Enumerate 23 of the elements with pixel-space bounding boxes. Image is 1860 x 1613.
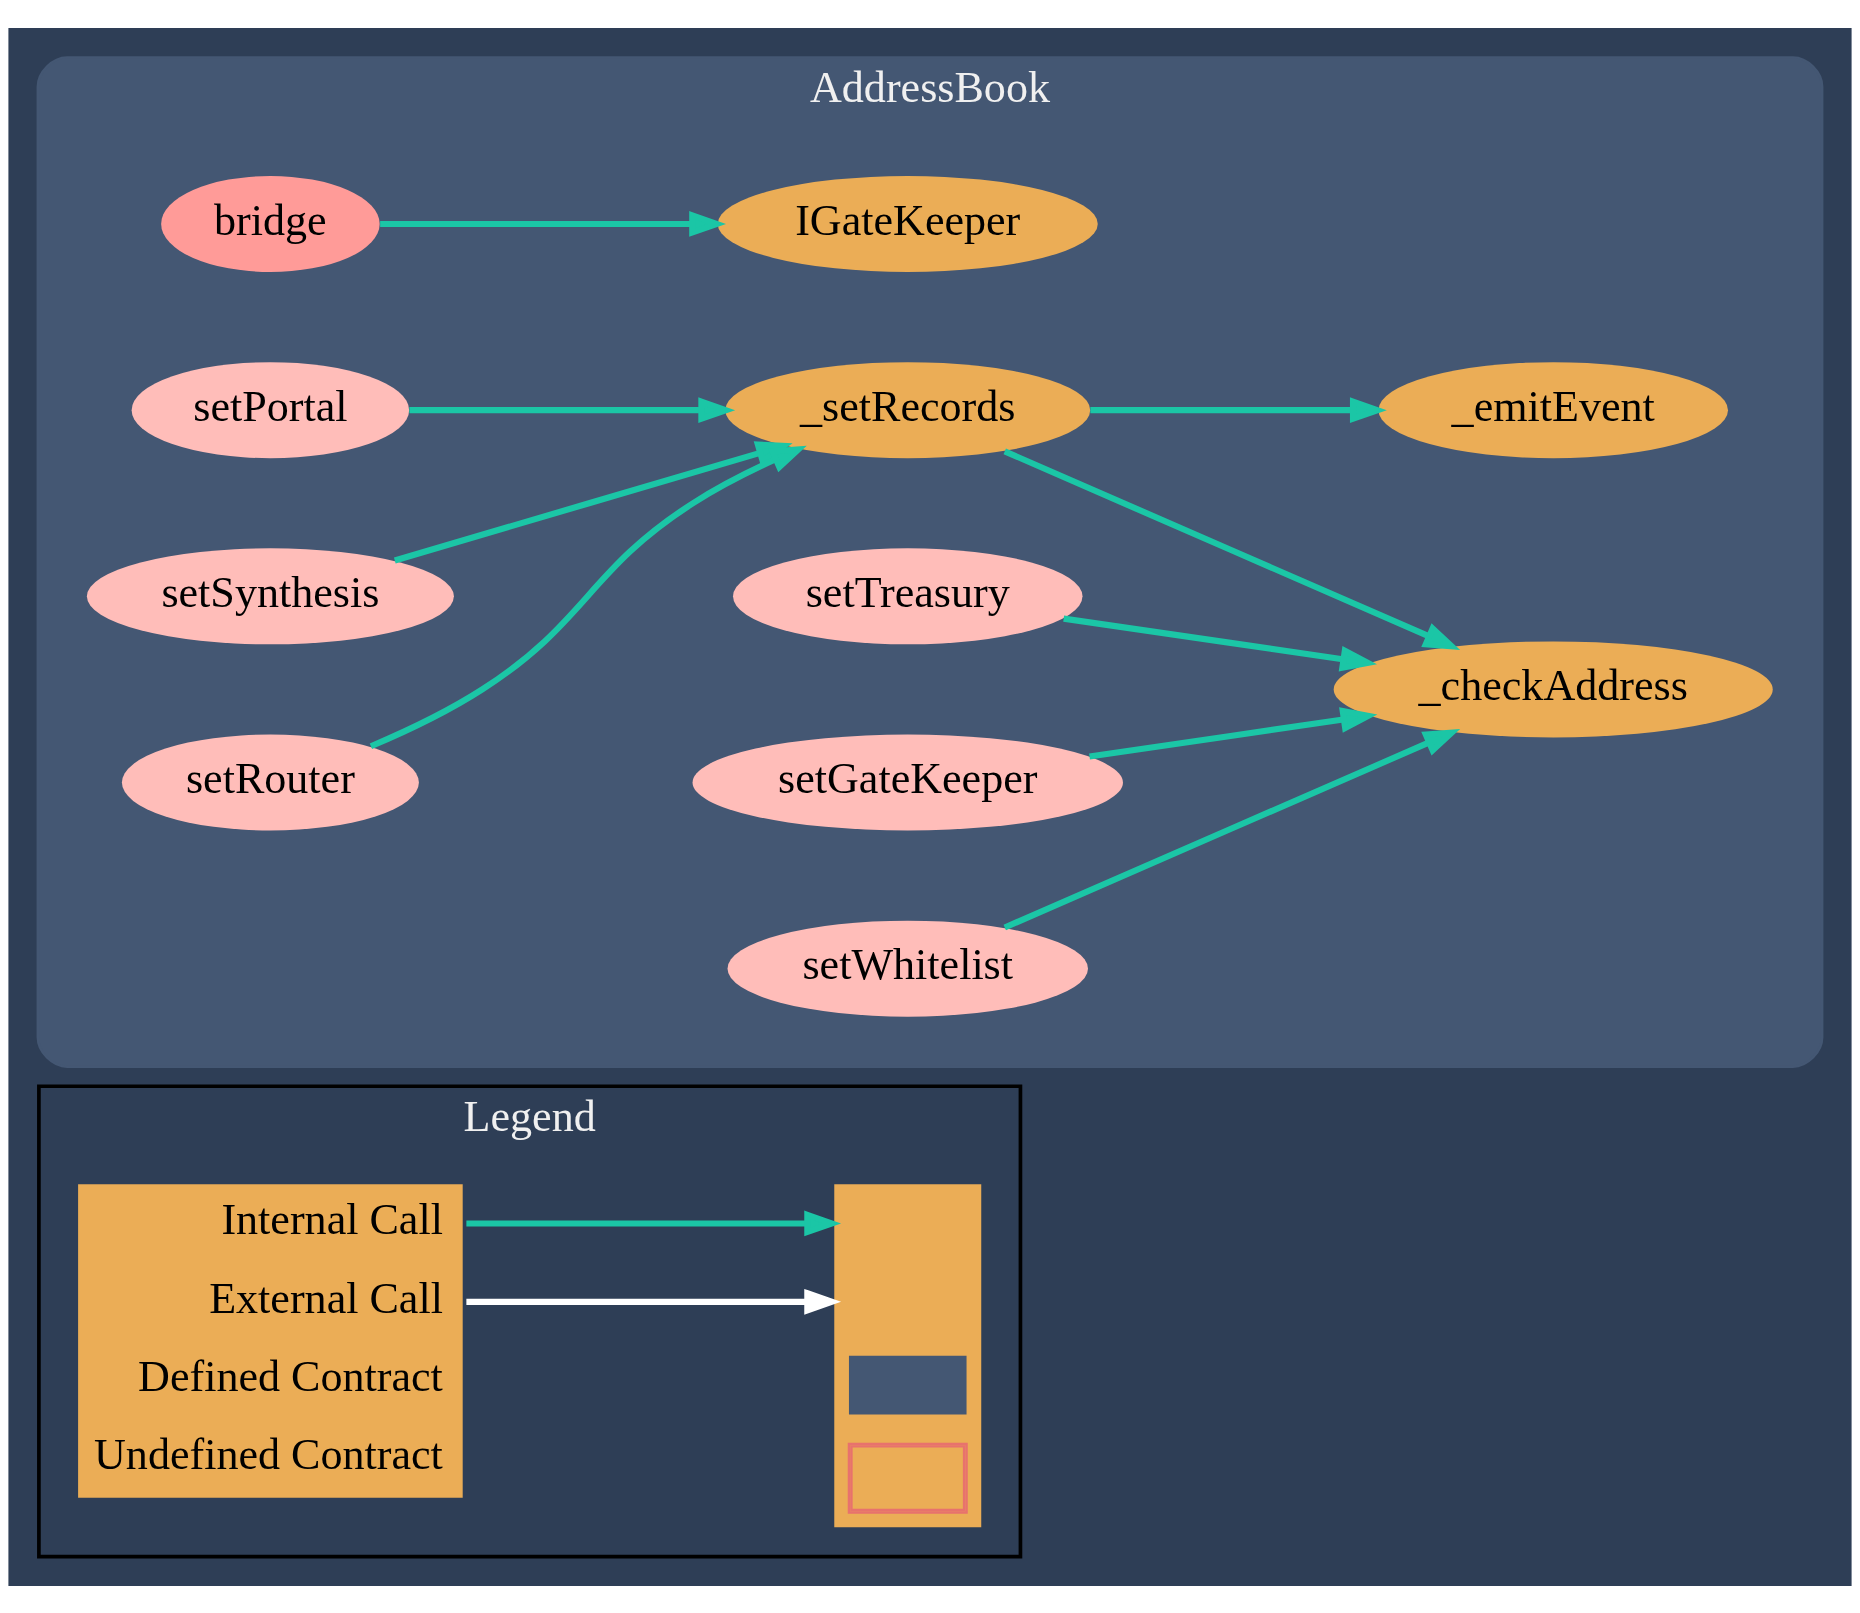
node-ellipse: _checkAddress [1333,640,1773,737]
arrow [1003,448,1461,650]
arrow [1090,396,1387,423]
node-ellipse: setRouter [121,734,419,830]
node-ellipse: _emitEvent [1378,361,1728,458]
node-ellipse: setWhitelist [727,920,1088,1017]
arrow [1063,615,1377,672]
node-ellipse: setSynthesis [86,547,454,644]
arrow [369,445,807,749]
arrow [1003,728,1461,930]
arrow [1089,706,1378,759]
node-ellipse: setPortal [131,361,410,458]
node-ellipse: _setRecords [725,361,1091,458]
arrow [409,396,736,423]
node-ellipse: setTreasury [733,547,1083,644]
node-ellipse: IGateKeeper [717,175,1098,272]
arrow [466,1210,842,1236]
node-ellipse: bridge [161,175,380,272]
arrow [466,1288,842,1315]
node-ellipse: setGateKeeper [692,734,1123,830]
node-box: Internal Call External Call Defined Contract Undefined Contract [78,1183,463,1498]
arrow [380,210,726,237]
node-box [834,1183,982,1527]
